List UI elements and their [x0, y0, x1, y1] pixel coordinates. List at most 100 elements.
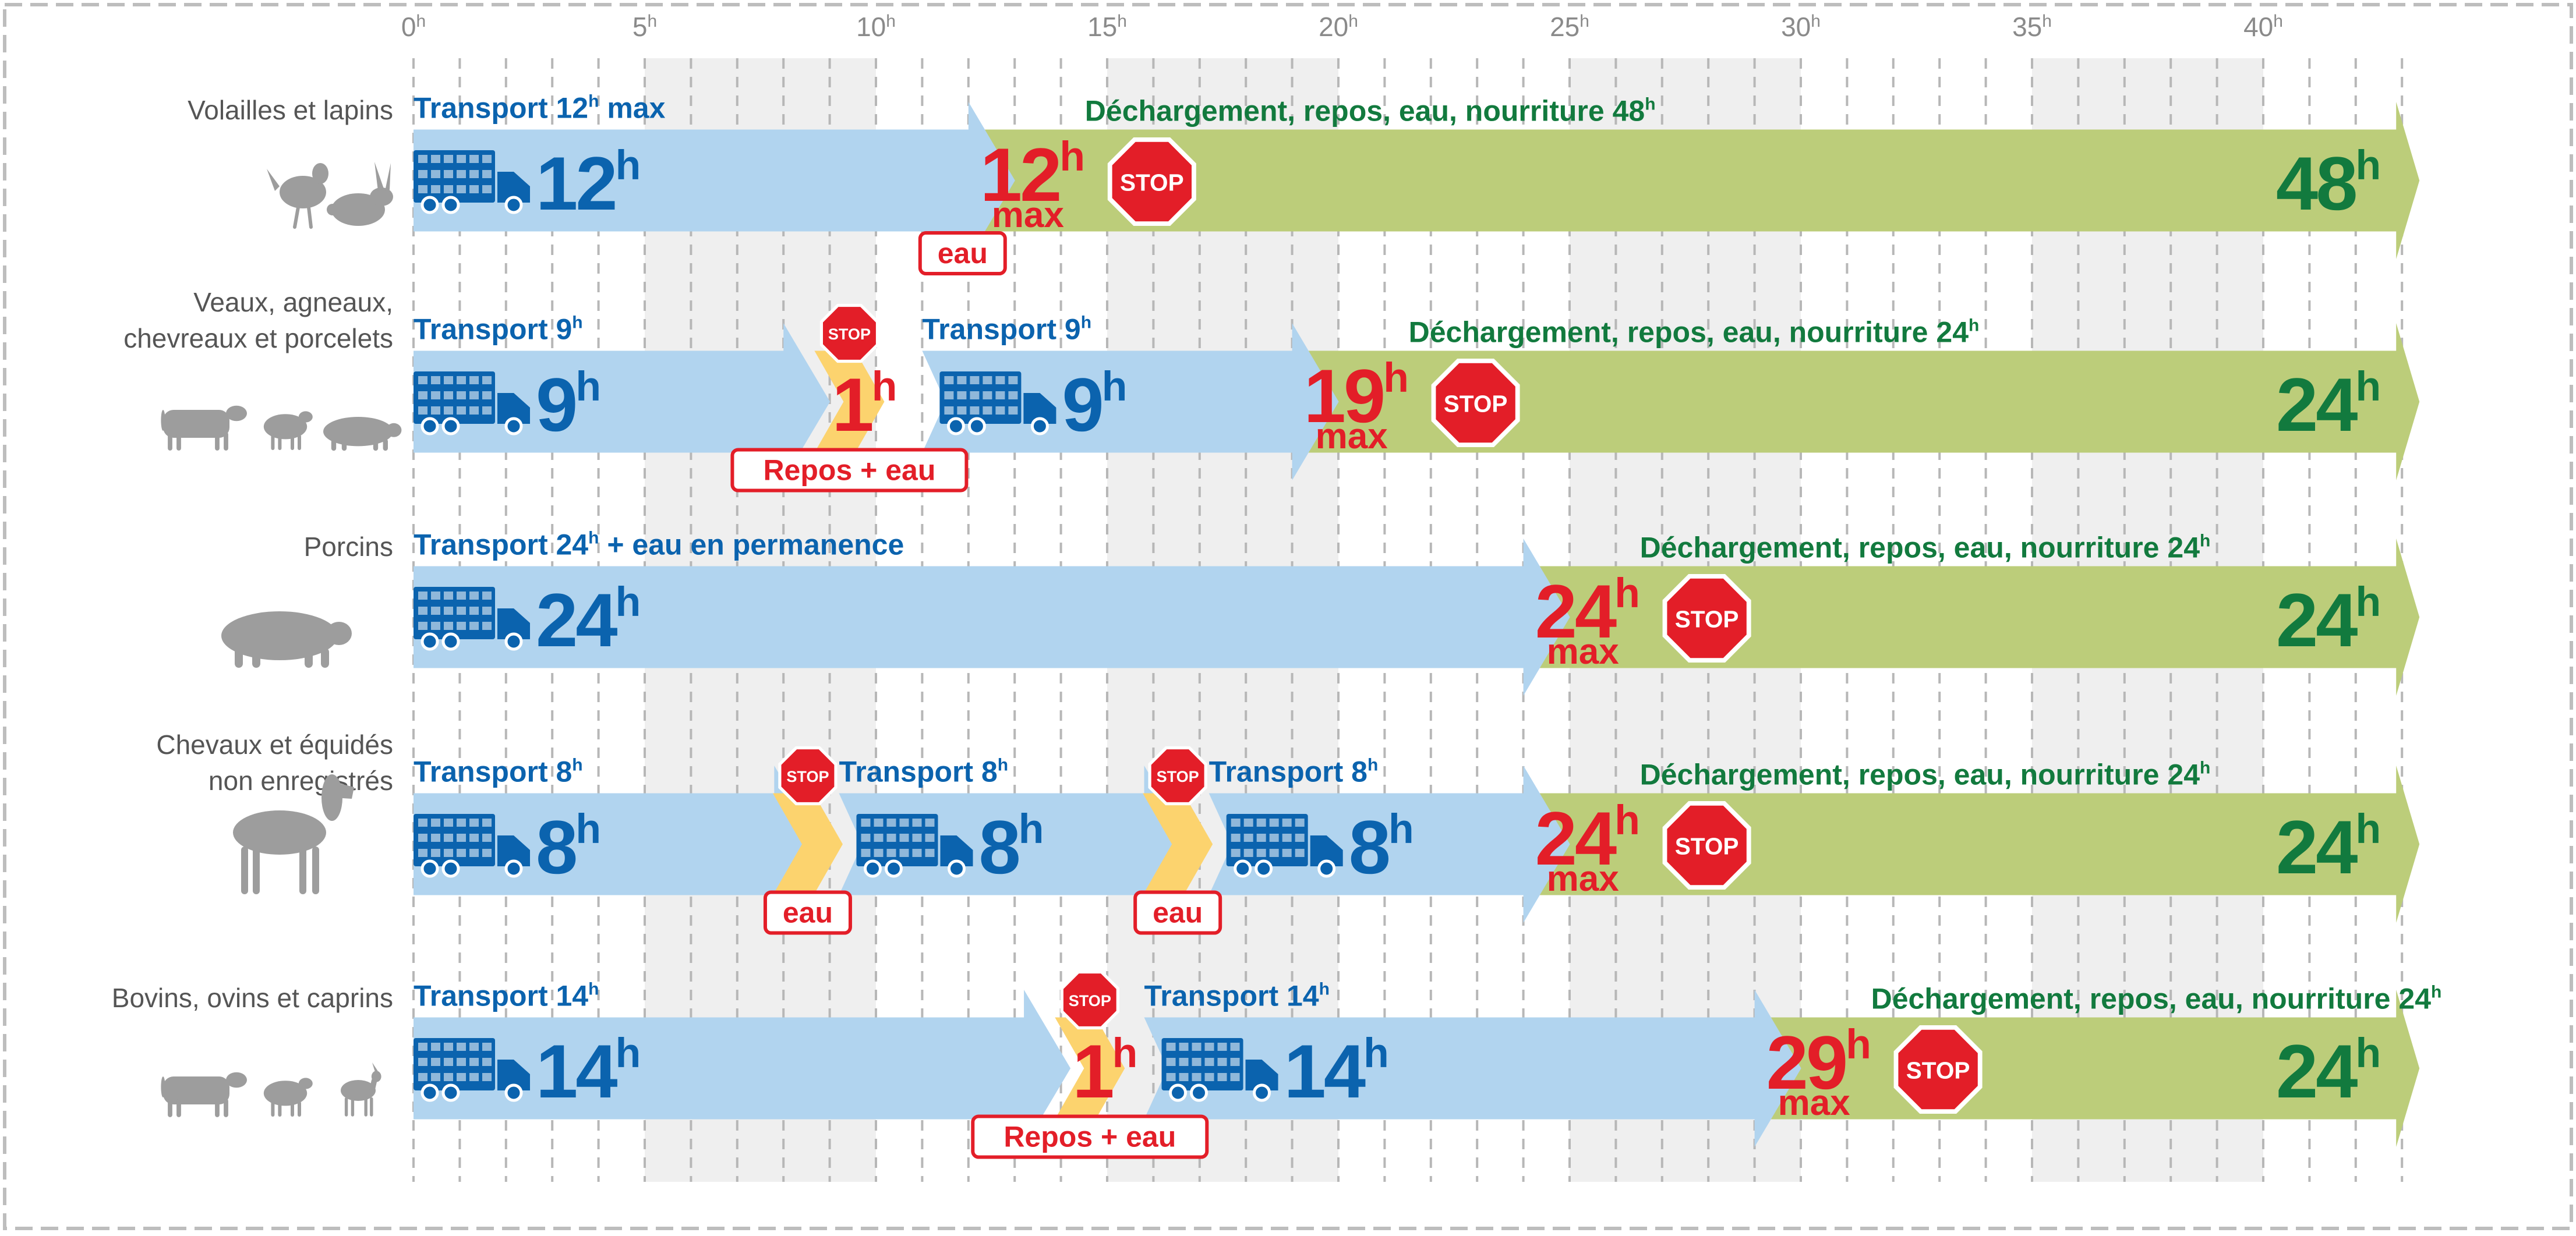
truck-wheel [947, 859, 966, 878]
truck-slat [469, 376, 479, 384]
truck-slat [995, 391, 1005, 399]
truck-slat [418, 849, 427, 857]
truck-slat [482, 849, 492, 857]
stop-sign-icon: STOP [1060, 970, 1119, 1030]
transport-hours: 8h [1349, 805, 1412, 890]
stop-octagon [1662, 801, 1751, 890]
pause-tag: eau [763, 890, 852, 935]
stop-octagon [1893, 1025, 1983, 1114]
truck-slat [418, 406, 427, 415]
truck-slat [457, 1043, 466, 1051]
truck-slat [912, 849, 922, 857]
truck-slat [469, 592, 479, 600]
truck-wheel [421, 196, 439, 214]
truck-slat [469, 607, 479, 615]
truck-slat [983, 406, 992, 415]
chicken-icon [267, 163, 328, 229]
truck-slat [1192, 1073, 1202, 1081]
transport-arrow [414, 766, 821, 923]
truck-slat [482, 622, 492, 630]
truck-slat [457, 834, 466, 842]
rest-hours: 24h [2276, 578, 2379, 663]
truck-slat [874, 849, 884, 857]
truck-slat [874, 834, 884, 842]
truck-slat [469, 185, 479, 193]
truck-cab [497, 608, 530, 639]
truck-slat [444, 391, 453, 399]
truck-slat [418, 155, 427, 163]
animal-shape [341, 1080, 376, 1101]
truck-slat [431, 391, 440, 399]
truck-icon [1226, 814, 1343, 878]
truck-slat [1230, 1058, 1240, 1066]
truck-slat [874, 819, 884, 827]
stop-label: STOP [1157, 768, 1199, 785]
truck-slat [1295, 849, 1305, 857]
truck-slat [418, 170, 427, 178]
truck-slat [431, 834, 440, 842]
animal-shape [298, 411, 313, 423]
cow-icon [161, 1072, 247, 1117]
stop-label: STOP [828, 325, 871, 343]
axis-tick-label: 5h [632, 12, 657, 42]
tag-frame [918, 231, 1007, 275]
truck-slat [457, 1058, 466, 1066]
animal-shape [280, 176, 326, 208]
truck-wheel [441, 196, 460, 214]
truck-slat [431, 592, 440, 600]
truck-slat [1204, 1058, 1214, 1066]
truck-slat [995, 376, 1005, 384]
stop-label: STOP [1120, 169, 1184, 196]
rest-arrow [1535, 539, 2420, 696]
truck-slat [995, 406, 1005, 415]
truck-slat [886, 849, 896, 857]
truck-slat [457, 391, 466, 399]
rest-hours: 48h [2276, 141, 2379, 226]
truck-slat [444, 1073, 453, 1081]
truck-slat [1243, 834, 1253, 842]
truck-slat [418, 376, 427, 384]
transport-arrow [414, 323, 831, 480]
lamb-icon [263, 411, 313, 451]
truck-wheel [1169, 1083, 1188, 1102]
axis-tick-label: 40h [2243, 12, 2283, 42]
truck-slat [469, 622, 479, 630]
axis-tick-label: 20h [1319, 12, 1358, 42]
truck-slat [1243, 819, 1253, 827]
stop-label: STOP [786, 768, 829, 785]
pig-icon [323, 417, 402, 451]
max-word: max [1778, 1083, 1851, 1123]
truck-slat [1256, 849, 1266, 857]
animal-shape [386, 423, 402, 437]
truck-wheel [441, 1083, 460, 1102]
transport-caption: Transport 8h​ [1209, 756, 1379, 788]
transport-hours: 8h [536, 805, 599, 890]
stop-label: STOP [1444, 391, 1508, 417]
truck-slat [1256, 834, 1266, 842]
truck-slat [457, 622, 466, 630]
truck-slat [1217, 1073, 1227, 1081]
animal-shape [267, 169, 280, 191]
tag-frame [1133, 890, 1222, 935]
pause-chevron [1143, 793, 1213, 895]
truck-slat [482, 155, 492, 163]
tag-text: Repos + eau [763, 454, 935, 487]
stop-sign-icon: STOP [1431, 359, 1520, 447]
truck-icon [414, 587, 530, 651]
truck-slat [886, 819, 896, 827]
tag-text: eau [938, 237, 988, 270]
rest-caption: Déchargement, repos, eau, nourriture 24h… [1409, 316, 1980, 349]
stop-octagon [1107, 137, 1196, 226]
tag-frame [730, 448, 969, 493]
truck-slat [1282, 819, 1292, 827]
truck-slat [912, 834, 922, 842]
truck-wheel [1253, 1083, 1271, 1102]
max-tag: eau [918, 231, 1007, 275]
truck-slat [457, 155, 466, 163]
truck-slat [469, 155, 479, 163]
stop-sign-icon: STOP [1893, 1025, 1983, 1114]
transport-arrow [1209, 766, 1570, 923]
stop-sign-icon: STOP [1107, 137, 1196, 226]
row-label: Porcins [304, 532, 393, 562]
